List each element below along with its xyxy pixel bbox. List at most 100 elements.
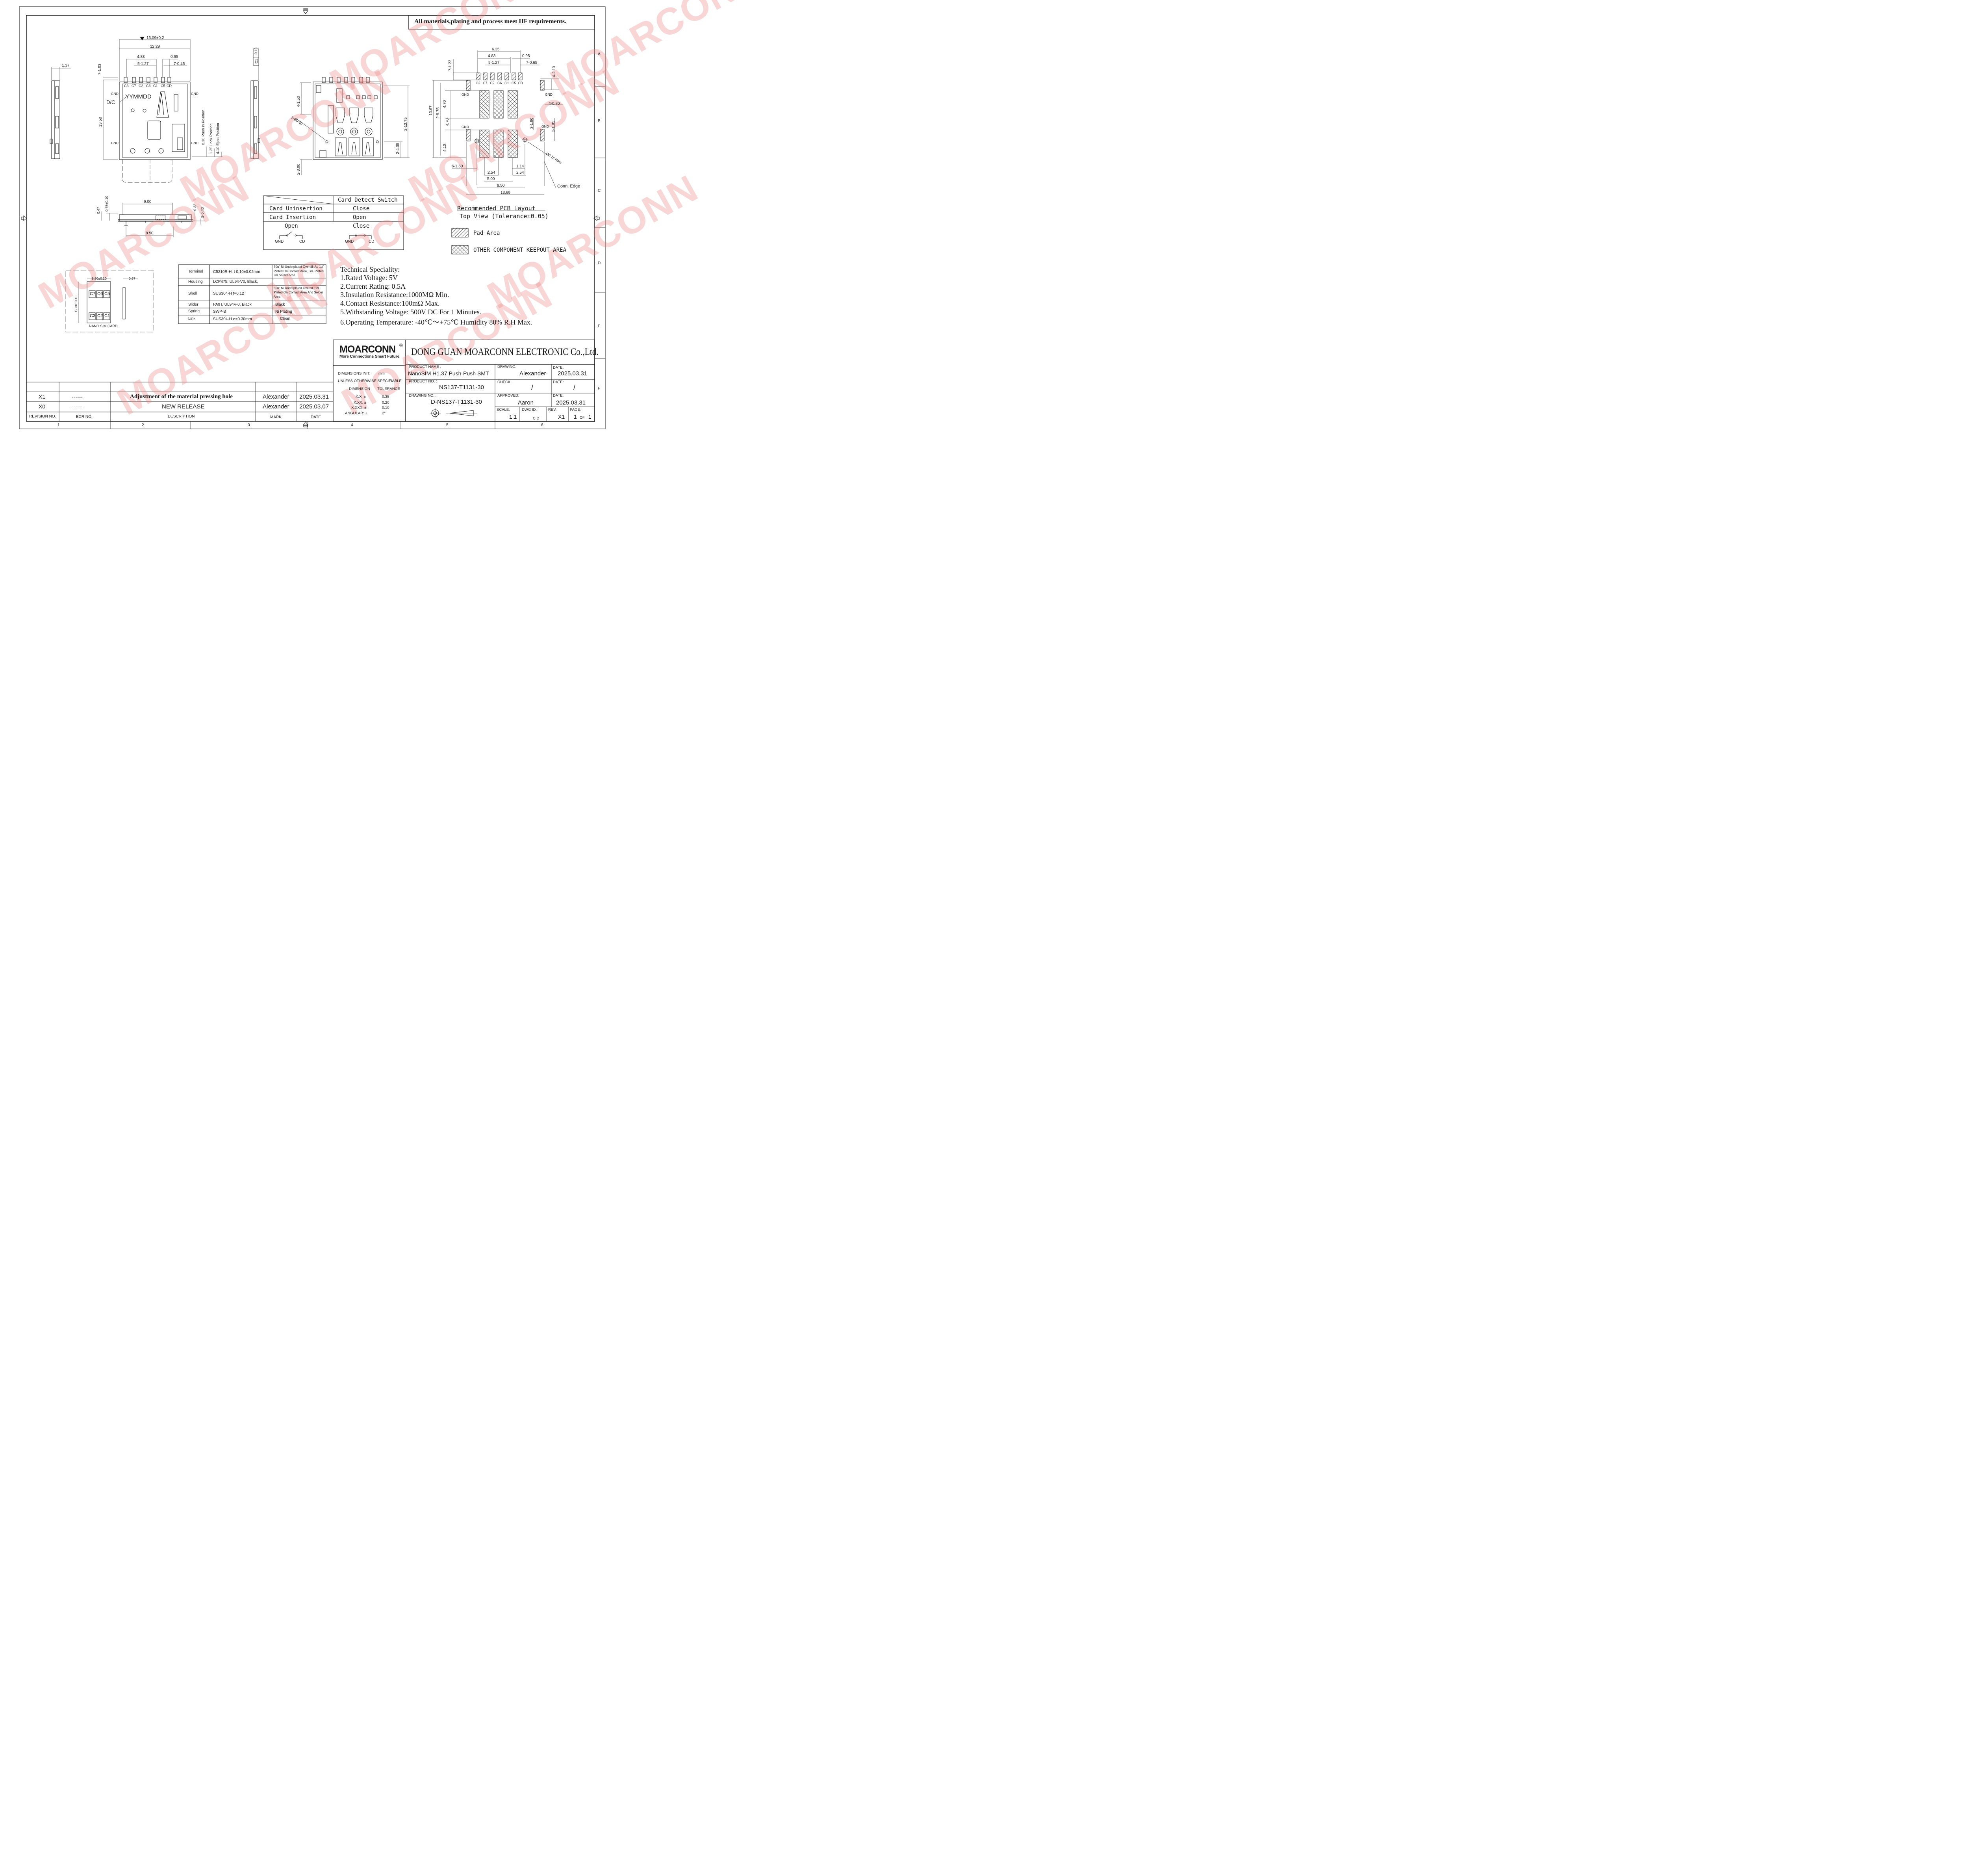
- drawing-sheet: [19, 6, 606, 429]
- pcb-dim: 0.95: [522, 54, 530, 58]
- rev-row-ecr: ------: [72, 393, 83, 400]
- mat-part: Spring: [188, 309, 200, 314]
- pcb-dim: 4.83: [488, 54, 496, 58]
- pcb-pin-cd: CD: [518, 81, 523, 85]
- mat-part: Housing: [188, 280, 203, 284]
- approved-label: APPROVED:: [497, 393, 519, 398]
- date-label-2: DATE:: [553, 380, 564, 384]
- flatness-value: 0.10: [254, 47, 258, 54]
- check-label: CHECK:: [497, 380, 512, 384]
- pcb-dim: 6.35: [492, 47, 500, 52]
- mat-material: C5210R-H, t 0.10±0.02mm: [213, 270, 260, 274]
- tol-dim: X.X: ±: [356, 395, 366, 399]
- mat-material: SUS304-H t=0.12: [213, 291, 244, 296]
- rev-row-rev: X1: [39, 393, 46, 400]
- schematic-cd: CD: [299, 239, 305, 244]
- drawing-no: D-NS137-T1131-30: [431, 399, 482, 405]
- bv-dim-5: 2-3.00: [297, 163, 301, 175]
- schematic-gnd: GND: [275, 239, 284, 244]
- hf-note: All materials,plating and process meet H…: [414, 18, 567, 25]
- pcb-gnd: GND: [545, 93, 553, 96]
- legend-keepout: OTHER COMPONENT KEEPOUT AREA: [473, 247, 567, 253]
- sim-height: 12.30±0.10: [74, 295, 78, 312]
- mat-finish: Black: [275, 302, 285, 307]
- conn-edge-label: Conn. Edge: [557, 184, 580, 189]
- centering-arrows: [21, 8, 600, 427]
- title-block-grid: [333, 340, 595, 422]
- rev-header-date: DATE: [311, 415, 321, 419]
- zone-col-5: 5: [446, 423, 449, 427]
- rev-label: REV.:: [548, 408, 558, 412]
- dwg-id: C D: [533, 416, 540, 421]
- units-label: DIMENSIONS INIT:: [338, 371, 371, 376]
- pcb-dim: 4.70: [445, 118, 450, 126]
- dim-lock-position: 1.25 Lock Position: [209, 123, 213, 154]
- pcb-gnd: GND: [462, 125, 469, 129]
- zone-col-3: 3: [248, 423, 250, 427]
- switch-value-1: Close: [353, 206, 370, 212]
- sim-thickness: 0.67: [129, 276, 135, 280]
- tol-header-tol: TOLERANCE: [377, 387, 400, 391]
- company-tagline: More Connections Smart Future: [339, 354, 400, 359]
- pcb-pin-c5: C5: [512, 81, 516, 85]
- sim-width: 8.80±0.10: [92, 276, 107, 280]
- tol-val: 0.10: [382, 406, 389, 410]
- pin-label-c2: C2: [139, 84, 143, 88]
- mat-part: Terminal: [188, 269, 203, 274]
- sim-pad-c6: C6: [97, 291, 103, 296]
- date-2: /: [573, 384, 576, 392]
- pcb-pin-c3: C3: [476, 81, 480, 85]
- hf-note-box: [408, 15, 595, 30]
- pcb-layout: [466, 72, 545, 158]
- sim-pad-c1: C1: [104, 314, 110, 318]
- registered-mark: ®: [399, 343, 403, 348]
- tol-dim: X.XXX: ±: [351, 406, 367, 410]
- date-label-1: DATE:: [553, 366, 564, 370]
- pcb-pin-c2: C2: [490, 81, 495, 85]
- date-label-3: DATE:: [553, 393, 564, 398]
- mat-material: SUS304-H ø=0.30mm: [213, 317, 252, 321]
- sim-pad-c5: C5: [104, 291, 110, 296]
- zone-col-2: 2: [142, 423, 144, 427]
- rev-header-rev: REVISION NO.: [29, 414, 56, 419]
- pcb-pin-c6: C6: [497, 81, 502, 85]
- company-logo: MOARCONN: [339, 344, 396, 355]
- side-view-right: [250, 65, 260, 159]
- tech-title: Technical Speciality:: [340, 265, 400, 273]
- dim-overall-width: 13.09±0.2: [146, 36, 164, 40]
- pcb-gnd: GND: [541, 124, 549, 128]
- fv-dim-height: 0.75±0.10: [105, 196, 109, 212]
- mat-finish: Ni Plating: [275, 310, 292, 314]
- materials-table: [178, 264, 326, 324]
- pcb-pin-c7: C7: [483, 81, 488, 85]
- rev-header-ecr: ECR NO.: [76, 415, 93, 419]
- date-code-label: D/C: [106, 99, 115, 105]
- top-view-dims: [103, 37, 222, 160]
- tech-item: 5.Withstanding Voltage: 500V DC For 1 Mi…: [340, 308, 482, 316]
- page-of: OF: [580, 416, 585, 419]
- pcb-dim: 1.14: [516, 164, 524, 169]
- gnd-label: GND: [111, 141, 119, 145]
- pcb-dim: 5.00: [487, 177, 495, 181]
- mat-material: LCP475, UL94-V0, Black,: [213, 280, 258, 284]
- pcb-dim: 4-2.10: [552, 66, 556, 77]
- scale-value: 1:1: [509, 414, 517, 420]
- zone-row-a: A: [598, 52, 601, 56]
- pin-label-c3: C3: [124, 84, 129, 88]
- pcb-dim: 8.50: [497, 184, 505, 188]
- pcb-title: Recommended PCB Layout: [457, 205, 536, 212]
- product-name: NanoSIM H1.37 Push-Push SMT: [408, 370, 489, 377]
- zone-row-e: E: [598, 324, 601, 328]
- dim-length: 13.50: [98, 117, 103, 127]
- pin-label-cd: CD: [167, 84, 172, 88]
- bv-dim-1: 4-1.50: [297, 96, 301, 107]
- tol-val: 0.35: [382, 395, 389, 399]
- tech-item: 4.Contact Resistance:100mΩ Max.: [340, 299, 440, 307]
- zone-col-6: 6: [541, 423, 543, 427]
- schematic-close: Close: [353, 223, 370, 229]
- date-3: 2025.03.31: [556, 399, 586, 406]
- mat-finish: 50u" Ni Underplated Overall; Au 1u" Plat…: [274, 265, 324, 277]
- page-label: PAGE:: [570, 408, 581, 412]
- pad-area-swatch: [451, 228, 469, 238]
- bottom-view-dims: [295, 82, 410, 175]
